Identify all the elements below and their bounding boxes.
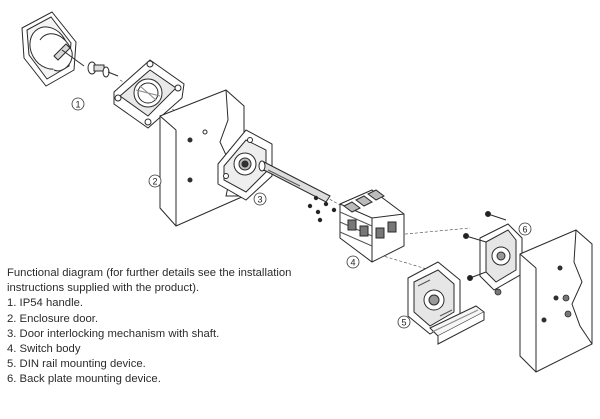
svg-text:4: 4 [350, 258, 355, 268]
legend-item-4: 4. Switch body [7, 343, 81, 356]
ip54-handle [21, 11, 119, 87]
back-plate-panel [519, 229, 593, 373]
callout-2: 2 [148, 174, 162, 188]
legend-caption: Functional diagram (for further details … [7, 266, 337, 388]
caption-intro-line-2: instructions supplied with the product). [7, 282, 200, 295]
legend-item-3: 3. Door interlocking mechanism with shaf… [7, 327, 220, 340]
svg-text:2: 2 [152, 177, 157, 187]
svg-text:1: 1 [75, 100, 80, 110]
switch-body [339, 189, 405, 263]
legend-item-5: 5. DIN rail mounting device. [7, 358, 146, 371]
svg-text:5: 5 [401, 318, 406, 328]
legend-item-2: 2. Enclosure door. [7, 312, 99, 325]
callout-5: 5 [397, 315, 411, 329]
svg-text:3: 3 [257, 195, 262, 205]
legend-item-1: 1. IP54 handle. [7, 297, 84, 310]
back-plate-mounting-device [463, 211, 523, 291]
callout-1: 1 [71, 97, 85, 111]
legend-item-6: 6. Back plate mounting device. [7, 373, 161, 386]
shaft-screws [307, 195, 337, 223]
din-rail-mounting-device [407, 261, 485, 345]
handle-gasket-frame [113, 59, 185, 129]
svg-text:6: 6 [522, 225, 527, 235]
enclosure-door-panel [159, 89, 245, 227]
nuts [494, 288, 572, 318]
callout-3: 3 [253, 192, 267, 206]
caption-intro-line-1: Functional diagram (for further details … [7, 267, 292, 279]
callout-4: 4 [346, 255, 360, 269]
callout-6: 6 [518, 222, 532, 236]
